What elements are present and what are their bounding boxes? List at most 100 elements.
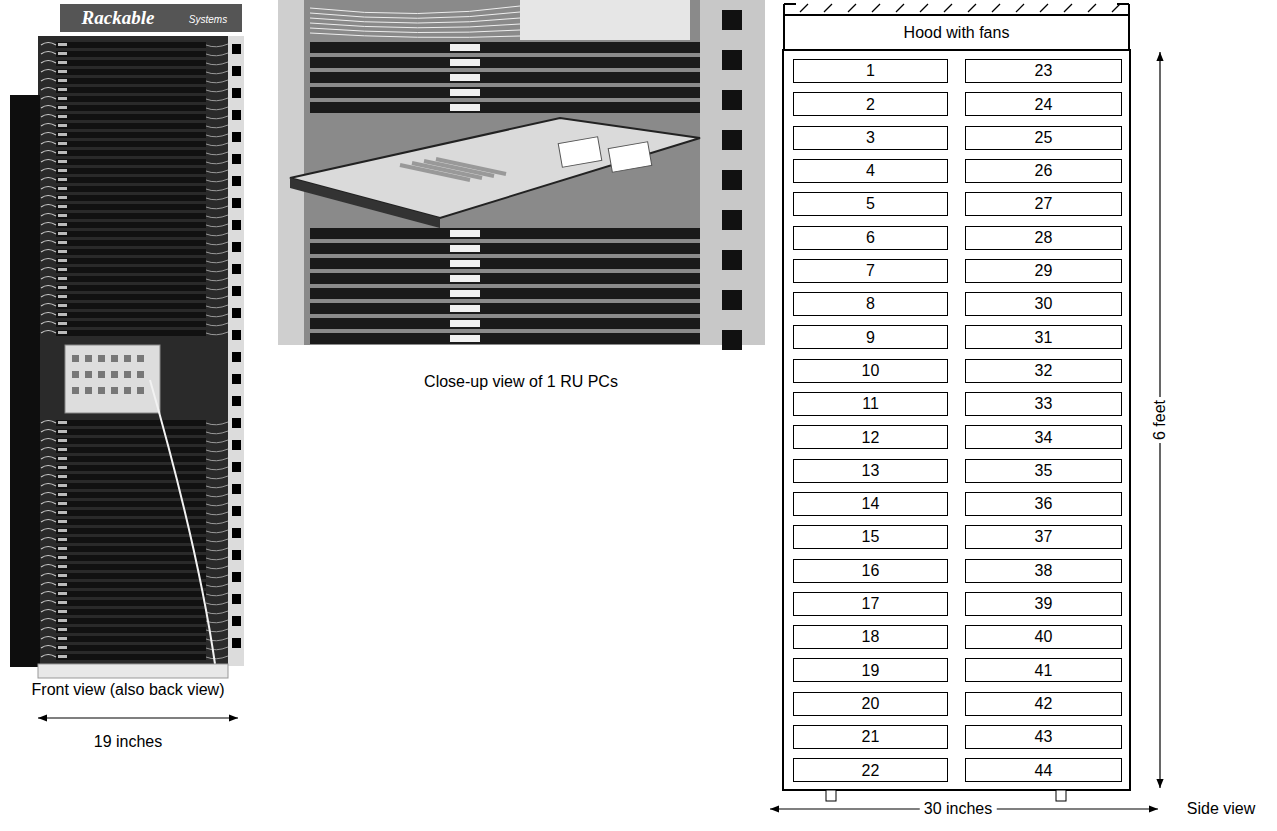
server-slot: 13: [793, 459, 948, 483]
server-slot: 20: [793, 692, 948, 716]
slot-label: 35: [1035, 462, 1053, 480]
slot-label: 38: [1035, 562, 1053, 580]
slot-label: 27: [1035, 195, 1053, 213]
server-slot: 9: [793, 325, 948, 349]
server-slot: 2: [793, 92, 948, 116]
server-slot: 8: [793, 292, 948, 316]
slot-label: 33: [1035, 395, 1053, 413]
server-slot: 27: [965, 192, 1122, 216]
slot-label: 7: [866, 262, 875, 280]
slot-label: 29: [1035, 262, 1053, 280]
server-slot: 34: [965, 425, 1122, 449]
slot-label: 5: [866, 195, 875, 213]
server-slot: 21: [793, 725, 948, 749]
slot-label: 36: [1035, 495, 1053, 513]
dimension-label: 6 feet: [1151, 397, 1169, 443]
server-slot: 30: [965, 292, 1122, 316]
slot-label: 34: [1035, 429, 1053, 447]
slot-label: 25: [1035, 129, 1053, 147]
slot-label: 11: [862, 395, 879, 413]
server-slot: 44: [965, 758, 1122, 782]
hood-box: Hood with fans: [783, 14, 1130, 51]
slot-label: 13: [862, 462, 880, 480]
server-slot: 11: [793, 392, 948, 416]
slot-label: 15: [862, 528, 880, 546]
slot-label: 31: [1035, 329, 1053, 347]
server-slot: 16: [793, 559, 948, 583]
slot-label: 20: [862, 695, 880, 713]
server-slot: 14: [793, 492, 948, 516]
server-slot: 41: [965, 658, 1122, 682]
server-slot: 10: [793, 359, 948, 383]
server-slot: 12: [793, 425, 948, 449]
slot-label: 44: [1035, 762, 1053, 780]
server-slot: 3: [793, 126, 948, 150]
server-slot: 42: [965, 692, 1122, 716]
slot-label: 1: [866, 62, 875, 80]
slot-label: 32: [1035, 362, 1053, 380]
slot-label: 9: [866, 329, 875, 347]
server-slot: 15: [793, 525, 948, 549]
server-slot: 23: [965, 59, 1122, 83]
dimension-label: 30 inches: [920, 800, 997, 818]
slot-label: 8: [866, 295, 875, 313]
slot-label: 4: [866, 162, 875, 180]
logo-text: Rackable: [82, 7, 155, 29]
server-slot: 1: [793, 59, 948, 83]
slot-label: 30: [1035, 295, 1053, 313]
slot-label: 43: [1035, 728, 1053, 746]
slot-label: 3: [866, 129, 875, 147]
logo-text: Systems: [189, 14, 227, 26]
server-slot: 29: [965, 259, 1122, 283]
slot-label: 14: [862, 495, 880, 513]
server-slot: 35: [965, 459, 1122, 483]
server-slot: 17: [793, 592, 948, 616]
slot-label: 42: [1035, 695, 1053, 713]
view-caption: Close-up view of 1 RU PCs: [424, 373, 618, 391]
server-slot: 5: [793, 192, 948, 216]
slot-label: 19: [862, 662, 880, 680]
server-slot: 33: [965, 392, 1122, 416]
slot-label: 26: [1035, 162, 1053, 180]
server-slot: 22: [793, 758, 948, 782]
server-slot: 7: [793, 259, 948, 283]
server-slot: 37: [965, 525, 1122, 549]
server-slot: 32: [965, 359, 1122, 383]
slot-label: 21: [862, 728, 880, 746]
slot-label: 18: [862, 628, 880, 646]
dimension-label: 19 inches: [94, 733, 163, 751]
slot-label: 16: [862, 562, 880, 580]
server-slot: 31: [965, 325, 1122, 349]
slot-label: Hood with fans: [904, 24, 1010, 42]
server-slot: 36: [965, 492, 1122, 516]
server-slot: 38: [965, 559, 1122, 583]
slot-label: 39: [1035, 595, 1053, 613]
slot-label: 24: [1035, 96, 1053, 114]
server-slot: 19: [793, 658, 948, 682]
server-slot: 43: [965, 725, 1122, 749]
slot-label: 28: [1035, 229, 1053, 247]
server-slot: 28: [965, 226, 1122, 250]
slot-label: 17: [862, 595, 880, 613]
server-slot: 6: [793, 226, 948, 250]
server-slot: 4: [793, 159, 948, 183]
slot-label: 37: [1035, 528, 1053, 546]
view-caption: Front view (also back view): [32, 681, 225, 699]
slot-label: 23: [1035, 62, 1053, 80]
server-slot: 25: [965, 126, 1122, 150]
slot-label: 12: [862, 429, 880, 447]
server-slot: 39: [965, 592, 1122, 616]
front-view-photo: [10, 4, 244, 678]
server-slot: 40: [965, 625, 1122, 649]
server-slot: 24: [965, 92, 1122, 116]
slot-label: 10: [862, 362, 880, 380]
slot-label: 22: [862, 762, 880, 780]
closeup-photo: [278, 0, 765, 350]
server-slot: 18: [793, 625, 948, 649]
server-slot: 26: [965, 159, 1122, 183]
slot-label: 6: [866, 229, 875, 247]
view-caption: Side view: [1187, 800, 1255, 818]
slot-label: 41: [1035, 662, 1053, 680]
slot-label: 2: [866, 96, 875, 114]
slot-label: 40: [1035, 628, 1053, 646]
